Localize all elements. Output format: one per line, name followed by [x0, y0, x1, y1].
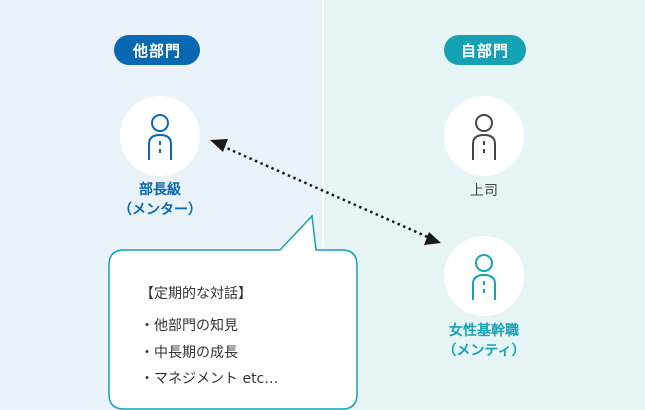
mentor-title: 部長級 — [139, 182, 181, 198]
mentee-role: （メンティ） — [442, 343, 526, 359]
arrowhead-mentor — [210, 139, 228, 152]
arrowhead-mentee — [424, 232, 441, 245]
dialogue-item: ・他部門の知見 — [140, 318, 238, 334]
person-icon — [148, 114, 172, 160]
dialogue-item: ・マネジメント etc… — [140, 371, 279, 387]
boss-label: 上司 — [470, 183, 498, 199]
mentor-role: （メンター） — [118, 202, 202, 218]
person-icon — [472, 114, 496, 160]
mentee-title: 女性基幹職 — [449, 323, 519, 339]
other-department-badge: 他部門 — [114, 35, 200, 65]
boss-avatar — [444, 96, 524, 176]
speech-bubble — [108, 214, 358, 410]
own-department-badge: 自部門 — [444, 35, 526, 65]
person-icon — [472, 254, 496, 300]
mentee-label: 女性基幹職 （メンティ） — [424, 321, 544, 361]
mentor-label: 部長級 （メンター） — [100, 180, 220, 220]
dialogue-item: ・中長期の成長 — [140, 345, 238, 361]
own-department-panel — [324, 0, 645, 410]
mentor-avatar — [120, 96, 200, 176]
mentee-avatar — [444, 236, 524, 316]
dialogue-title: 【定期的な対話】 — [140, 286, 252, 302]
dialogue-dotted-line — [221, 144, 431, 240]
